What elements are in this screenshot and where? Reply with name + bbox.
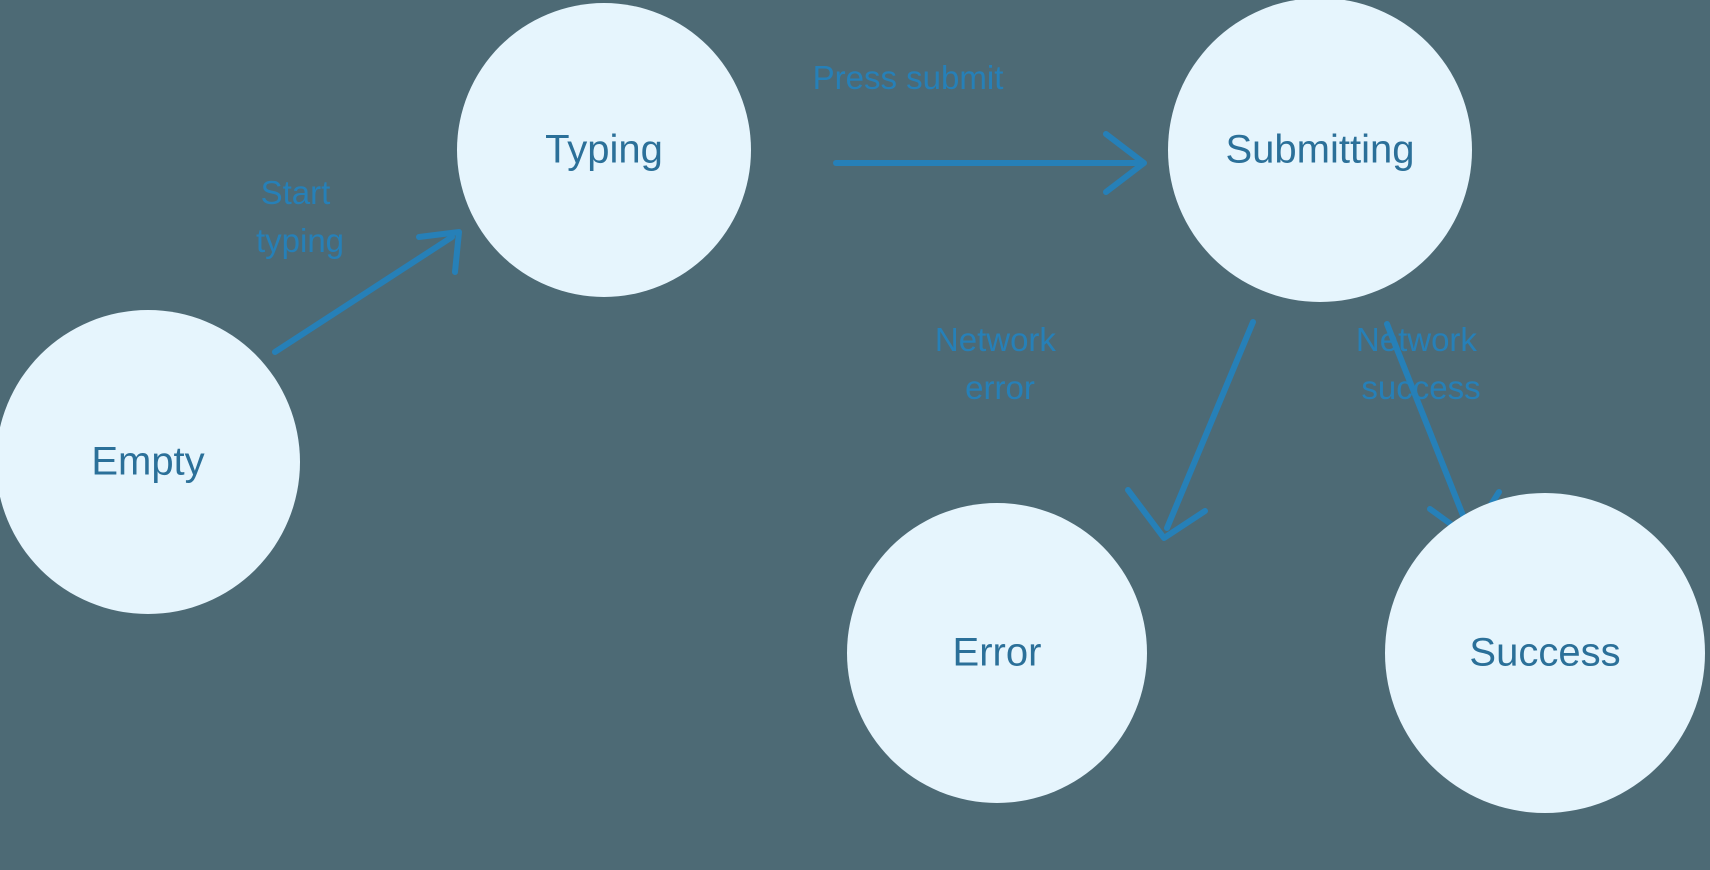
edge-label-network-error: Network error	[935, 321, 1065, 406]
edge-empty-to-typing	[272, 229, 462, 355]
node-empty[interactable]: Empty	[0, 310, 300, 614]
node-error[interactable]: Error	[847, 503, 1147, 803]
edge-label-line: Network	[935, 321, 1057, 358]
edge-typing-to-submitting	[833, 131, 1147, 195]
edge-label-network-success: Network success	[1356, 321, 1486, 406]
edge-label-line: Start	[261, 174, 331, 211]
node-label: Submitting	[1226, 128, 1415, 172]
node-circle	[0, 310, 300, 614]
edge-label-line: Press submit	[813, 59, 1004, 96]
edge-line	[272, 234, 455, 355]
node-label: Success	[1469, 631, 1620, 675]
edge-label-line: Network	[1356, 321, 1478, 358]
edge-label-line: typing	[256, 222, 344, 259]
node-circle	[847, 503, 1147, 803]
edge-label-line: error	[965, 369, 1035, 406]
arrowhead-icon	[1125, 487, 1208, 541]
edge-label-press-submit: Press submit	[813, 59, 1004, 96]
node-circle	[1168, 0, 1472, 302]
edge-submitting-to-error	[1125, 319, 1256, 541]
node-label: Empty	[91, 440, 204, 484]
edge-line	[1164, 319, 1256, 531]
node-success[interactable]: Success	[1385, 493, 1705, 813]
arrowhead-icon	[416, 229, 462, 275]
node-typing[interactable]: Typing	[457, 3, 751, 297]
node-label: Error	[953, 631, 1042, 675]
node-circle	[457, 3, 751, 297]
edge-label-line: success	[1361, 369, 1480, 406]
edge-label-start-typing: Start typing	[256, 174, 344, 259]
edge-line	[1384, 321, 1471, 531]
node-label: Typing	[545, 128, 663, 172]
arrowhead-icon	[1103, 131, 1147, 195]
node-circle	[1385, 493, 1705, 813]
node-submitting[interactable]: Submitting	[1168, 0, 1472, 302]
